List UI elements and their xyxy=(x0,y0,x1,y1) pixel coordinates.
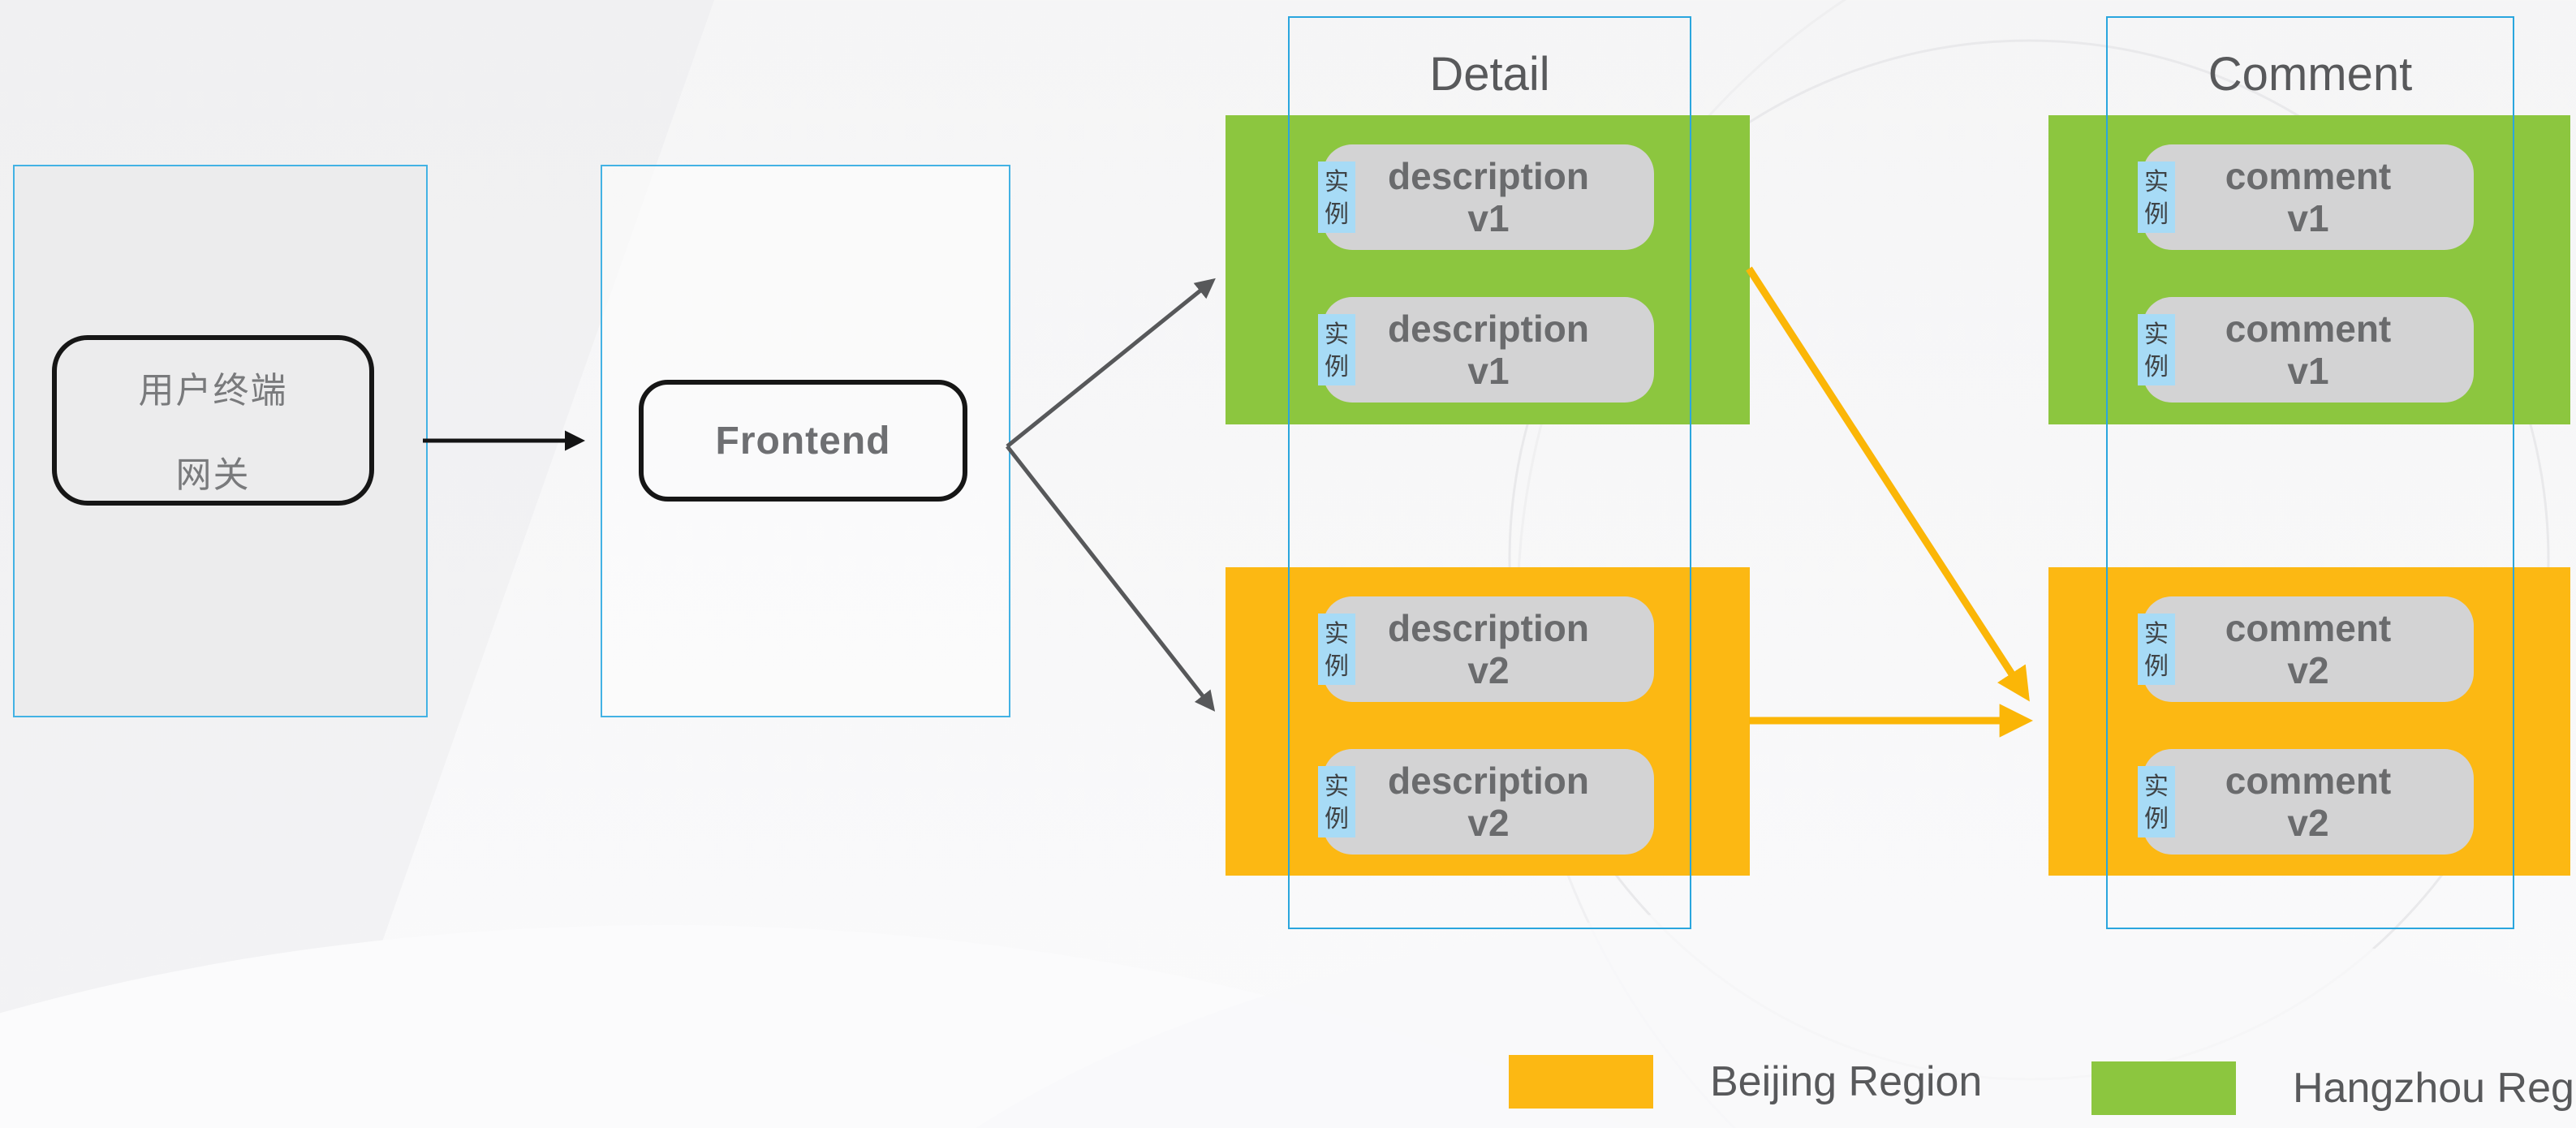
instance-badge: 实例 xyxy=(1318,314,1355,385)
instance-card: 实例 description v1 xyxy=(1318,144,1654,250)
comment-column-frame: Comment xyxy=(2106,16,2514,929)
instance-badge: 实例 xyxy=(1318,614,1355,685)
instance-badge: 实例 xyxy=(2138,314,2175,385)
gateway-region-box: 用户终端 网关 xyxy=(13,165,428,717)
beijing-region-label: Beijing Region xyxy=(1710,1058,1983,1105)
arrow-frontend-to-detail-v2 xyxy=(1006,445,1216,712)
frontend-region-box: Frontend xyxy=(601,165,1010,717)
detail-column-title: Detail xyxy=(1429,48,1550,101)
instance-version: v2 xyxy=(2287,802,2329,844)
gateway-node: 用户终端 网关 xyxy=(52,335,374,506)
legend-item-hangzhou: Hangzhou Region xyxy=(2091,1061,2576,1115)
instance-service-name: comment xyxy=(2225,760,2392,802)
frontend-label: Frontend xyxy=(715,419,891,463)
instance-card: 实例 description v2 xyxy=(1318,749,1654,855)
instance-card: 实例 comment v2 xyxy=(2138,749,2474,855)
instance-version: v1 xyxy=(2287,197,2329,239)
comment-beijing-region-band: 实例 comment v2 实例 comment v2 xyxy=(2048,567,2570,876)
instance-service-name: comment xyxy=(2225,308,2392,350)
hangzhou-region-swatch xyxy=(2091,1061,2236,1115)
instance-badge: 实例 xyxy=(1318,766,1355,837)
arrow-detail-v1-to-comment-v2 xyxy=(1746,266,2030,702)
detail-hangzhou-region-band: 实例 description v1 实例 description v1 xyxy=(1226,115,1750,424)
instance-service-name: comment xyxy=(2225,607,2392,649)
instance-version: v2 xyxy=(2287,649,2329,691)
detail-beijing-region-band: 实例 description v2 实例 description v2 xyxy=(1226,567,1750,876)
instance-card: 实例 description v2 xyxy=(1318,596,1654,702)
frontend-node: Frontend xyxy=(639,380,967,502)
instance-badge: 实例 xyxy=(1318,161,1355,233)
gateway-label-line2: 网关 xyxy=(175,455,251,495)
detail-column-frame: Detail xyxy=(1288,16,1691,929)
comment-hangzhou-region-band: 实例 comment v1 实例 comment v1 xyxy=(2048,115,2570,424)
instance-service-name: description xyxy=(1388,760,1589,802)
comment-column-title: Comment xyxy=(2208,48,2413,101)
arrow-frontend-to-detail-v1 xyxy=(1006,278,1216,448)
instance-badge: 实例 xyxy=(2138,161,2175,233)
instance-card: 实例 comment v1 xyxy=(2138,144,2474,250)
instance-badge: 实例 xyxy=(2138,614,2175,685)
instance-version: v1 xyxy=(1467,350,1510,392)
hangzhou-region-label: Hangzhou Region xyxy=(2293,1065,2576,1112)
instance-card: 实例 comment v1 xyxy=(2138,297,2474,403)
beijing-region-swatch xyxy=(1509,1055,1653,1109)
instance-card: 实例 comment v2 xyxy=(2138,596,2474,702)
legend-item-beijing: Beijing Region xyxy=(1509,1055,1982,1109)
instance-version: v2 xyxy=(1467,802,1510,844)
instance-version: v1 xyxy=(2287,350,2329,392)
instance-service-name: description xyxy=(1388,308,1589,350)
instance-version: v2 xyxy=(1467,649,1510,691)
instance-service-name: comment xyxy=(2225,155,2392,197)
instance-badge: 实例 xyxy=(2138,766,2175,837)
instance-version: v1 xyxy=(1467,197,1510,239)
instance-card: 实例 description v1 xyxy=(1318,297,1654,403)
instance-service-name: description xyxy=(1388,155,1589,197)
instance-service-name: description xyxy=(1388,607,1589,649)
gateway-label-line1: 用户终端 xyxy=(138,371,288,411)
